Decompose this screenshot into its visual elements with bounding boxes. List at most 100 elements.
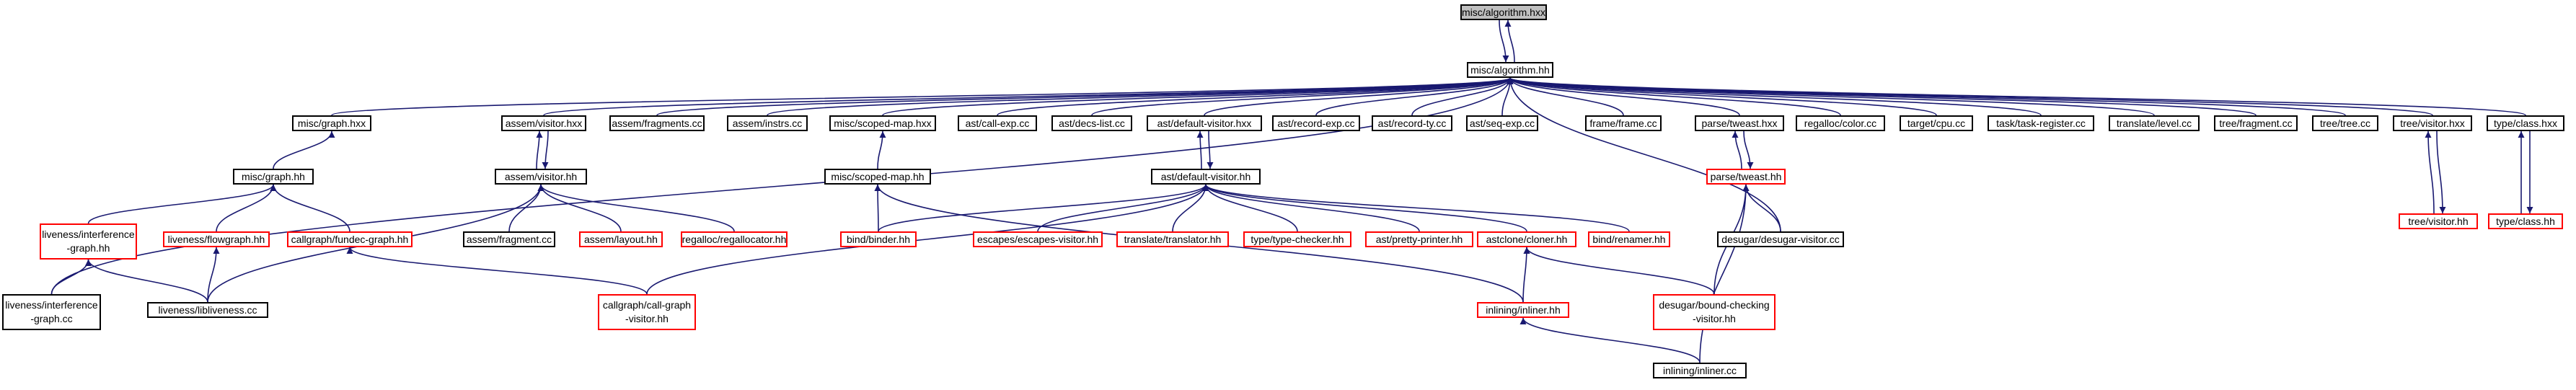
edge-interference-graph-cc-to-interference-graph-hh bbox=[50, 259, 92, 295]
node-color-cc[interactable]: regalloc/color.cc bbox=[1796, 115, 1885, 131]
node-assem-instrs-cc[interactable]: assem/instrs.cc bbox=[727, 115, 808, 131]
node-graph-hh[interactable]: misc/graph.hh bbox=[233, 169, 314, 185]
node-interference-graph-cc[interactable]: liveness/interference -graph.cc bbox=[2, 294, 101, 330]
node-level-cc[interactable]: translate/level.cc bbox=[2109, 115, 2200, 131]
edge-task-register-cc-to-algorithm-hh bbox=[1507, 77, 2042, 116]
edge-desugar-visitor-cc-to-algorithm-hh bbox=[1507, 77, 1781, 232]
edge-class-hxx-to-algorithm-hh bbox=[1507, 77, 2526, 116]
node-assem-visitor-hxx[interactable]: assem/visitor.hxx bbox=[501, 115, 586, 131]
node-class-hh[interactable]: type/class.hh bbox=[2488, 213, 2563, 229]
edge-color-cc-to-algorithm-hh bbox=[1507, 77, 1841, 116]
node-desugar-visitor-cc[interactable]: desugar/desugar-visitor.cc bbox=[1717, 231, 1844, 247]
node-regallocator-hh[interactable]: regalloc/regallocator.hh bbox=[681, 231, 788, 247]
node-cpu-cc[interactable]: target/cpu.cc bbox=[1900, 115, 1973, 131]
edge-interference-graph-hh-to-graph-hh bbox=[87, 184, 277, 224]
edge-tweast-hxx-to-algorithm-hh bbox=[1507, 77, 1740, 116]
node-fragment-cc[interactable]: tree/fragment.cc bbox=[2214, 115, 2298, 131]
edge-flowgraph-hh-to-graph-hh bbox=[216, 184, 277, 232]
node-scoped-map-hxx[interactable]: misc/scoped-map.hxx bbox=[829, 115, 936, 131]
node-inliner-hh[interactable]: inlining/inliner.hh bbox=[1477, 302, 1569, 318]
edge-assem-instrs-cc-to-algorithm-hh bbox=[767, 77, 1514, 116]
node-inliner-cc[interactable]: inlining/inliner.cc bbox=[1653, 363, 1747, 378]
edge-binder-hh-to-default-visitor-hh bbox=[878, 184, 1209, 232]
edge-type-checker-hh-to-default-visitor-hh bbox=[1202, 184, 1298, 232]
edge-assem-visitor-hh-to-assem-visitor-hxx bbox=[536, 130, 543, 169]
edge-default-visitor-hxx-to-default-visitor-hh bbox=[1207, 130, 1214, 169]
node-frame-cc[interactable]: frame/frame.cc bbox=[1585, 115, 1662, 131]
node-assem-layout-hh[interactable]: assem/layout.hh bbox=[579, 231, 663, 247]
node-bounds-checking-hh[interactable]: desugar/bound-checking -visitor.hh bbox=[1653, 294, 1776, 330]
node-graph-hxx[interactable]: misc/graph.hxx bbox=[292, 115, 371, 131]
edge-assem-visitor-hxx-to-assem-visitor-hh bbox=[542, 130, 549, 169]
edge-tweast-hxx-to-tweast-hh bbox=[1743, 130, 1754, 169]
node-scoped-map-hh[interactable]: misc/scoped-map.hh bbox=[824, 169, 931, 185]
node-tweast-hh[interactable]: parse/tweast.hh bbox=[1706, 169, 1786, 185]
node-assem-fragments-cc[interactable]: assem/fragments.cc bbox=[609, 115, 705, 131]
node-interference-graph-hh[interactable]: liveness/interference -graph.hh bbox=[40, 223, 137, 260]
edge-libliveness-cc-to-flowgraph-hh bbox=[207, 247, 220, 303]
edge-translator-hh-to-default-visitor-hh bbox=[1172, 184, 1209, 232]
node-call-exp-cc[interactable]: ast/call-exp.cc bbox=[958, 115, 1037, 131]
node-translator-hh[interactable]: translate/translator.hh bbox=[1116, 231, 1229, 247]
edge-frame-cc-to-algorithm-hh bbox=[1507, 77, 1624, 116]
node-flowgraph-hh[interactable]: liveness/flowgraph.hh bbox=[163, 231, 270, 247]
node-type-checker-hh[interactable]: type/type-checker.hh bbox=[1243, 231, 1351, 247]
node-decs-list-cc[interactable]: ast/decs-list.cc bbox=[1051, 115, 1132, 131]
edge-tree-visitor-hh-to-tree-visitor-hxx bbox=[2425, 130, 2435, 214]
edge-call-graph-visitor-hh-to-default-visitor-hh bbox=[646, 184, 1209, 295]
edge-record-ty-cc-to-algorithm-hh bbox=[1411, 77, 1514, 116]
edge-inliner-cc-to-tweast-hh bbox=[1699, 184, 1750, 363]
node-pretty-printer-hh[interactable]: ast/pretty-printer.hh bbox=[1365, 231, 1473, 247]
edge-cloner-hh-to-default-visitor-hh bbox=[1202, 184, 1527, 232]
node-tree-visitor-hh[interactable]: tree/visitor.hh bbox=[2399, 213, 2478, 229]
edge-call-graph-visitor-hh-to-fundec-graph-hh bbox=[346, 247, 648, 295]
node-record-exp-cc[interactable]: ast/record-exp.cc bbox=[1272, 115, 1360, 131]
node-binder-hh[interactable]: bind/binder.hh bbox=[840, 231, 917, 247]
edge-desugar-visitor-cc-to-tweast-hh bbox=[1742, 184, 1781, 232]
edge-escapes-visitor-hh-to-default-visitor-hh bbox=[1037, 184, 1209, 232]
node-class-hxx[interactable]: type/class.hxx bbox=[2487, 115, 2564, 131]
edge-graph-hh-to-graph-hxx bbox=[273, 130, 335, 169]
node-renamer-hh[interactable]: bind/renamer.hh bbox=[1588, 231, 1670, 247]
edge-regallocator-hh-to-assem-visitor-hh bbox=[537, 184, 735, 232]
edge-decs-list-cc-to-algorithm-hh bbox=[1091, 77, 1514, 116]
edge-libliveness-cc-to-interference-graph-hh bbox=[85, 259, 208, 303]
edge-pretty-printer-hh-to-default-visitor-hh bbox=[1202, 184, 1420, 232]
node-call-graph-visitor-hh[interactable]: callgraph/call-graph -visitor.hh bbox=[598, 294, 696, 330]
edge-scoped-map-hxx-to-algorithm-hh bbox=[882, 77, 1514, 116]
edge-cpu-cc-to-algorithm-hh bbox=[1507, 77, 1937, 116]
node-algorithm-hxx[interactable]: misc/algorithm.hxx bbox=[1460, 4, 1547, 20]
node-seq-exp-cc[interactable]: ast/seq-exp.cc bbox=[1466, 115, 1538, 131]
edge-tree-visitor-hxx-to-algorithm-hh bbox=[1507, 77, 2433, 116]
node-tree-visitor-hxx[interactable]: tree/visitor.hxx bbox=[2393, 115, 2472, 131]
edge-level-cc-to-algorithm-hh bbox=[1507, 77, 2155, 116]
edge-scoped-map-hh-to-scoped-map-hxx bbox=[877, 130, 886, 169]
edge-assem-fragments-cc-to-algorithm-hh bbox=[656, 77, 1514, 116]
node-record-ty-cc[interactable]: ast/record-ty.cc bbox=[1372, 115, 1452, 131]
edge-inliner-hh-to-cloner-hh bbox=[1522, 247, 1530, 303]
edge-algorithm-hxx-to-algorithm-hh bbox=[1499, 19, 1509, 63]
node-algorithm-hh[interactable]: misc/algorithm.hh bbox=[1467, 62, 1553, 78]
edge-assem-layout-hh-to-assem-visitor-hh bbox=[537, 184, 622, 232]
node-fundec-graph-hh[interactable]: callgraph/fundec-graph.hh bbox=[287, 231, 413, 247]
node-default-visitor-hh[interactable]: ast/default-visitor.hh bbox=[1151, 169, 1261, 185]
node-cloner-hh[interactable]: astclone/cloner.hh bbox=[1477, 231, 1576, 247]
edge-tweast-hh-to-tweast-hxx bbox=[1732, 130, 1742, 169]
edge-interference-graph-cc-to-algorithm-hh bbox=[50, 77, 1514, 295]
node-default-visitor-hxx[interactable]: ast/default-visitor.hxx bbox=[1147, 115, 1262, 131]
edge-bounds-checking-hh-to-cloner-hh bbox=[1523, 247, 1715, 295]
edge-inliner-cc-to-inliner-hh bbox=[1519, 317, 1701, 363]
node-assem-fragment-cc[interactable]: assem/fragment.cc bbox=[463, 231, 555, 247]
node-libliveness-cc[interactable]: liveness/libliveness.cc bbox=[147, 302, 268, 318]
edge-renamer-hh-to-default-visitor-hh bbox=[1202, 184, 1630, 232]
node-assem-visitor-hh[interactable]: assem/visitor.hh bbox=[495, 169, 587, 185]
edge-call-exp-cc-to-algorithm-hh bbox=[997, 77, 1514, 116]
node-task-register-cc[interactable]: task/task-register.cc bbox=[1988, 115, 2094, 131]
edge-tree-visitor-hxx-to-tree-visitor-hh bbox=[2436, 130, 2446, 214]
node-tree-cc[interactable]: tree/tree.cc bbox=[2312, 115, 2378, 131]
node-escapes-visitor-hh[interactable]: escapes/escapes-visitor.hh bbox=[973, 231, 1103, 247]
edge-default-visitor-hxx-to-algorithm-hh bbox=[1204, 77, 1514, 116]
node-tweast-hxx[interactable]: parse/tweast.hxx bbox=[1695, 115, 1784, 131]
